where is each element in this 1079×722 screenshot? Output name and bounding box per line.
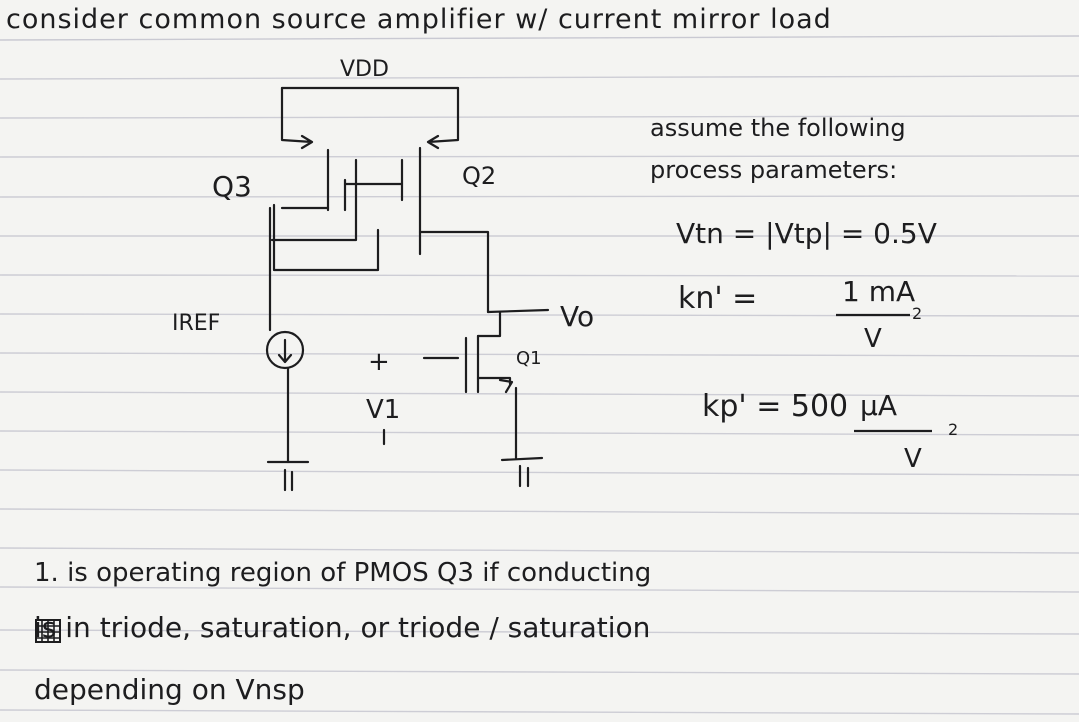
- q1-label: Q1: [516, 348, 542, 369]
- vt-parameter: Vtn = |Vtp| = 0.5V: [676, 217, 937, 250]
- kn-denominator: V: [864, 324, 882, 354]
- iref-arrow-icon: [277, 338, 293, 364]
- ground-right-icon: [500, 456, 544, 462]
- input-plus-label: +: [368, 347, 390, 377]
- output-wire: [486, 308, 550, 314]
- question-line2: is in triode, saturation, or triode / sa…: [34, 611, 651, 644]
- kn-parameter-name: kn' =: [678, 281, 758, 316]
- q1-source-arrow: [476, 376, 514, 394]
- kp-numerator: μA: [860, 389, 897, 422]
- q2-source-arrow: [426, 86, 460, 150]
- question-line1: 1. is operating region of PMOS Q3 if con…: [34, 558, 652, 588]
- q3-source-arrow: [280, 86, 314, 150]
- params-heading-line1: assume the following: [650, 114, 906, 142]
- q3-label: Q3: [212, 170, 252, 203]
- crossed-out-mark: [35, 619, 61, 643]
- q3-gate-tie: [270, 158, 358, 242]
- vdd-label: VDD: [340, 57, 389, 82]
- kp-denominator: V: [904, 444, 922, 474]
- kp-parameter-name: kp' = 500: [702, 389, 849, 424]
- kp-exponent: 2: [948, 420, 959, 439]
- q2-label: Q2: [462, 162, 496, 190]
- kp-fraction-bar: [854, 429, 932, 433]
- kn-exponent: 2: [912, 304, 923, 323]
- input-label: V1: [366, 395, 400, 425]
- diode-connection: [272, 203, 380, 272]
- kn-numerator: 1 mA: [842, 275, 916, 308]
- ground-right-tick: [518, 464, 530, 488]
- kn-fraction-bar: [836, 313, 910, 317]
- q1-drain-lead: [476, 310, 502, 338]
- iref-source-symbol: [265, 330, 305, 370]
- params-heading-line2: process parameters:: [650, 156, 898, 184]
- q2-drain-lead: [418, 230, 490, 314]
- iref-label: IREF: [172, 311, 220, 336]
- ground-left-tick: [283, 468, 294, 492]
- output-label: Vo: [560, 300, 594, 333]
- page-title: consider common source amplifier w/ curr…: [6, 4, 832, 35]
- question-line3: depending on Vnsp: [34, 673, 305, 706]
